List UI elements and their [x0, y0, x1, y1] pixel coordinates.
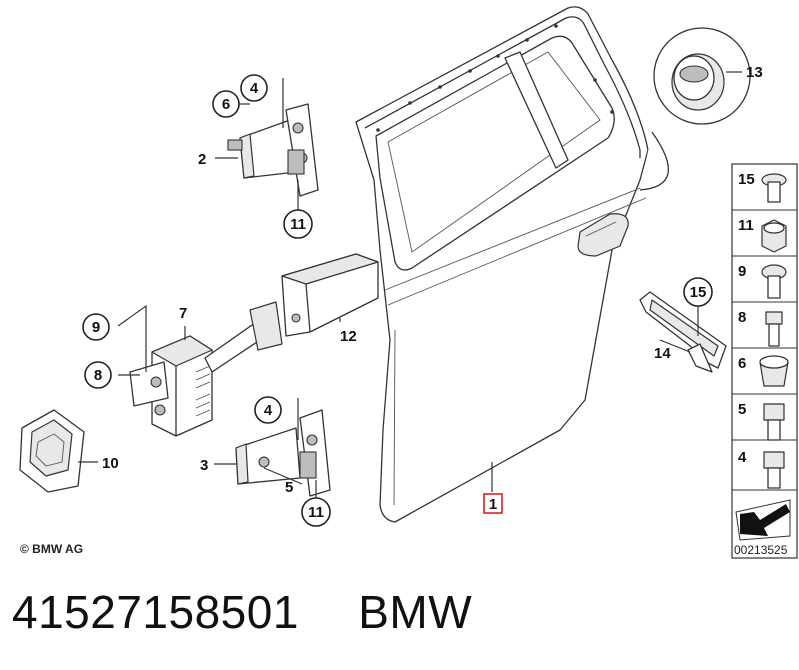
callout-1-highlight: 1	[483, 493, 503, 514]
svg-text:8: 8	[94, 367, 102, 384]
copyright-text: © BMW AG	[20, 542, 83, 556]
svg-text:11: 11	[290, 216, 306, 233]
panel-labels: 15 11 9 8 6 5 4	[738, 171, 755, 466]
nut-cap-11-icon	[761, 219, 787, 253]
mounting-rail	[639, 291, 727, 373]
label-7: 7	[179, 305, 187, 322]
svg-text:9: 9	[92, 319, 100, 336]
upper-hinge	[215, 78, 319, 210]
callout-11-upper: 11	[283, 209, 313, 239]
parts-diagram: 15 11 9 8 6 5 4 6 4 11 9 8	[19, 6, 798, 559]
svg-text:5: 5	[738, 401, 746, 418]
screw-15-icon	[761, 173, 787, 203]
brand-name: BMW	[358, 586, 473, 638]
bolt-8-icon	[765, 311, 783, 347]
label-2: 2	[198, 151, 206, 168]
svg-text:6: 6	[738, 355, 746, 372]
lower-hinge	[214, 398, 331, 500]
label-5: 5	[285, 479, 293, 496]
fastener-panel: 15 11 9 8 6 5 4	[731, 163, 798, 559]
svg-text:4: 4	[250, 80, 259, 97]
svg-text:4: 4	[264, 402, 273, 419]
label-10: 10	[102, 455, 119, 472]
screw-9-icon	[761, 264, 787, 299]
arrow-icon	[735, 499, 791, 541]
svg-text:15: 15	[690, 284, 707, 301]
svg-text:11: 11	[308, 504, 324, 521]
callout-6: 6	[212, 90, 240, 118]
callouts: 6 4 11 9 8 4 11 15 2	[82, 64, 763, 527]
svg-text:6: 6	[222, 96, 230, 113]
footer-caption: 41527158501 BMW	[12, 585, 472, 647]
bolt-4-icon	[763, 451, 785, 489]
label-12: 12	[340, 328, 357, 345]
door-check	[117, 301, 283, 437]
callout-4-lower: 4	[254, 396, 282, 424]
svg-text:4: 4	[738, 449, 747, 466]
label-3: 3	[200, 457, 208, 474]
label-14: 14	[654, 345, 671, 362]
svg-text:8: 8	[738, 309, 746, 326]
svg-text:11: 11	[738, 217, 754, 234]
diagram-id: 00213525	[734, 543, 788, 557]
callout-9: 9	[82, 313, 110, 341]
door-check-bracket	[281, 253, 379, 337]
callout-11-lower: 11	[301, 497, 331, 527]
svg-text:1: 1	[489, 496, 497, 513]
detail-circle	[639, 27, 751, 191]
svg-text:9: 9	[738, 263, 746, 280]
door-frame-dots	[376, 24, 614, 132]
part-number: 41527158501	[12, 586, 299, 638]
callout-8: 8	[84, 361, 112, 389]
callout-15: 15	[683, 277, 713, 307]
rear-door	[355, 6, 649, 523]
cap-6-icon	[759, 355, 789, 387]
bolt-5-icon	[763, 403, 785, 441]
seal-cover	[19, 409, 98, 493]
svg-text:15: 15	[738, 171, 755, 188]
label-13: 13	[746, 64, 763, 81]
callout-4-upper: 4	[240, 74, 268, 102]
